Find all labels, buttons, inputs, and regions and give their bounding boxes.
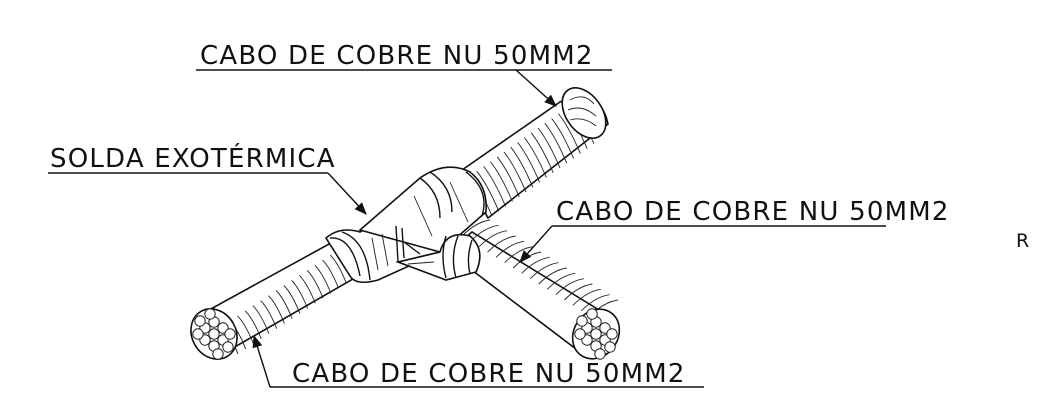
cable-left bbox=[190, 236, 362, 360]
leader-cable-top: CABO DE COBRE NU 50MM2 bbox=[196, 41, 612, 107]
leader-cable-bottom: CABO DE COBRE NU 50MM2 bbox=[252, 334, 704, 389]
weld-shading bbox=[371, 181, 469, 271]
cable-end-strands-upper-right bbox=[567, 96, 597, 127]
label-cable-top: CABO DE COBRE NU 50MM2 bbox=[200, 41, 594, 71]
leader-weld: SOLDA EXOTÉRMICA bbox=[48, 142, 367, 215]
label-cable-bottom: CABO DE COBRE NU 50MM2 bbox=[292, 359, 686, 389]
exothermic-weld-body bbox=[324, 166, 487, 284]
cable-lower-right bbox=[446, 219, 621, 360]
cable-end-left bbox=[190, 308, 238, 360]
label-weld: SOLDA EXOTÉRMICA bbox=[50, 142, 336, 174]
margin-mark: R bbox=[1016, 230, 1029, 252]
cable-end-lower-right bbox=[571, 308, 621, 360]
leader-cable-right: CABO DE COBRE NU 50MM2 bbox=[519, 197, 950, 263]
cable-upper-right bbox=[460, 87, 609, 220]
label-cable-right: CABO DE COBRE NU 50MM2 bbox=[556, 197, 950, 227]
